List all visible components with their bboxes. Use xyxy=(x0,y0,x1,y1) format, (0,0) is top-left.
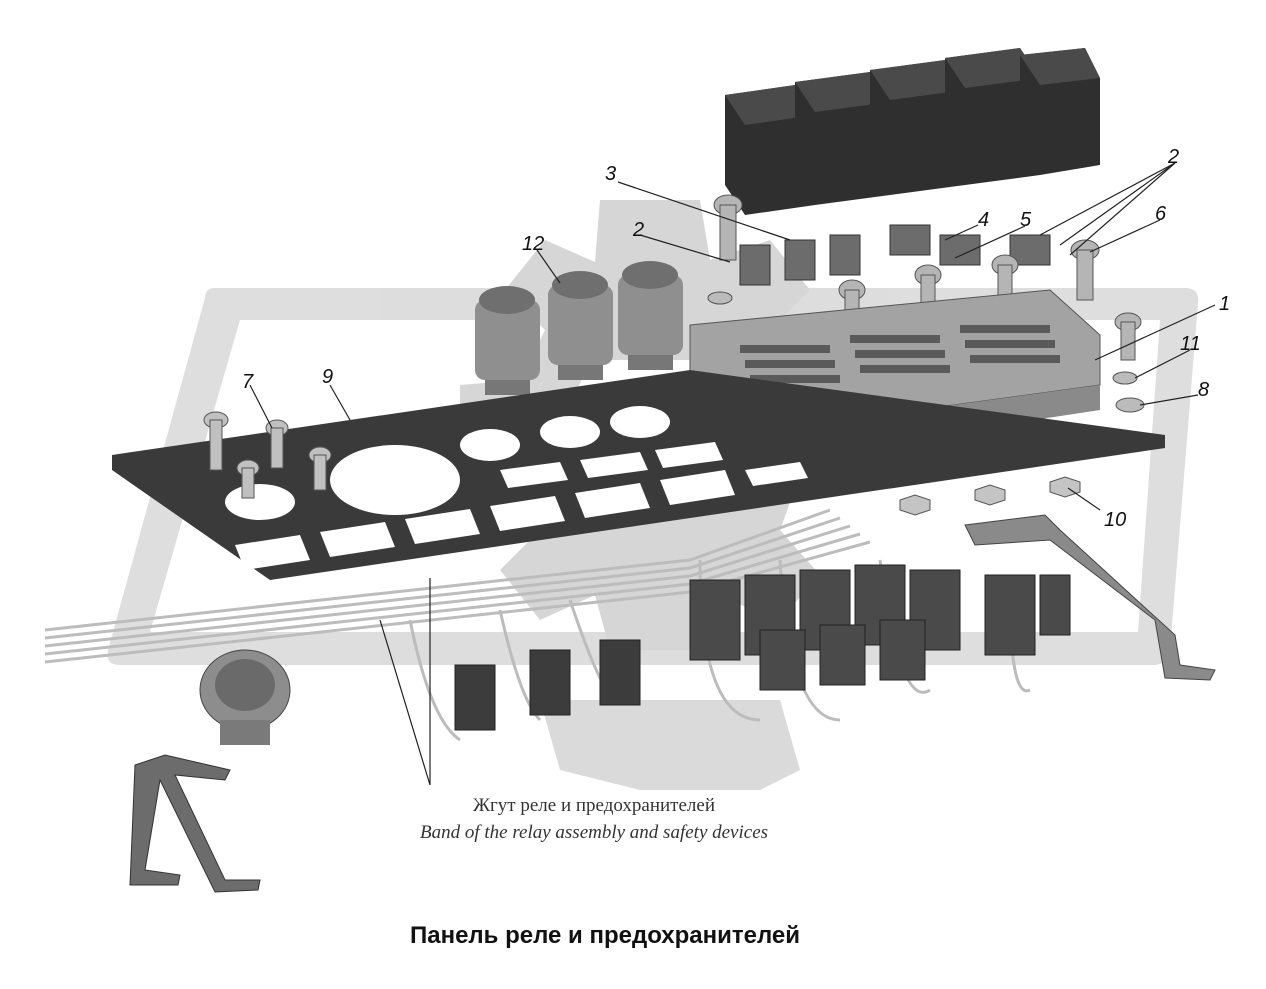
panel-screws xyxy=(203,411,332,499)
push-buttons xyxy=(475,261,683,395)
callout-8: 8 xyxy=(1198,379,1209,401)
callout-5: 5 xyxy=(1020,209,1032,231)
screw-shank xyxy=(719,204,737,261)
relay-cover xyxy=(725,85,815,215)
callout-labels: 1 2 2 3 4 5 6 7 8 9 10 11 12 xyxy=(242,146,1230,531)
bracket-left xyxy=(129,754,261,893)
round-connector xyxy=(199,649,291,745)
fuse-slots xyxy=(740,325,1060,383)
nuts xyxy=(899,476,1081,516)
watermark-frame xyxy=(107,288,1199,665)
callout-2-upper: 2 xyxy=(1167,146,1179,168)
callout-2-lower: 2 xyxy=(632,219,644,241)
callout-9: 9 xyxy=(322,366,333,388)
fuse-row xyxy=(739,224,1051,286)
callout-11: 11 xyxy=(1180,333,1201,355)
fuse xyxy=(739,244,771,286)
callout-1: 1 xyxy=(1219,293,1230,315)
fuse xyxy=(829,234,861,276)
fuse xyxy=(784,239,816,281)
callout-3: 3 xyxy=(605,163,616,185)
watermark-gear-lower xyxy=(540,700,800,790)
relay-sockets xyxy=(689,564,1071,691)
washers xyxy=(707,291,1145,413)
relay-covers xyxy=(725,48,1100,215)
small-connectors xyxy=(454,639,641,731)
callout-4: 4 xyxy=(978,209,989,231)
leader-lines xyxy=(249,162,1216,786)
callout-7: 7 xyxy=(242,371,254,393)
relay-cover xyxy=(870,60,965,195)
panel-cutouts xyxy=(225,406,808,570)
harness-caption-en: Band of the relay assembly and safety de… xyxy=(420,822,768,843)
callout-10: 10 xyxy=(1104,509,1126,531)
screw-shank xyxy=(1076,249,1094,301)
relay-cover xyxy=(1020,48,1100,175)
push-button xyxy=(618,261,683,370)
harness-caption-ru: Жгут реле и предохранителей xyxy=(473,795,715,816)
mounting-panel xyxy=(112,370,1165,580)
callout-12: 12 xyxy=(522,233,544,255)
page-title: Панель реле и предохранителей xyxy=(409,922,801,949)
screw-shank xyxy=(1120,321,1136,361)
bracket-right xyxy=(964,514,1216,681)
push-button xyxy=(548,271,613,380)
push-button xyxy=(475,286,540,395)
callout-6: 6 xyxy=(1155,203,1167,225)
relay-cover xyxy=(945,48,1040,185)
fuse xyxy=(889,224,931,256)
relay-cover xyxy=(795,72,890,205)
